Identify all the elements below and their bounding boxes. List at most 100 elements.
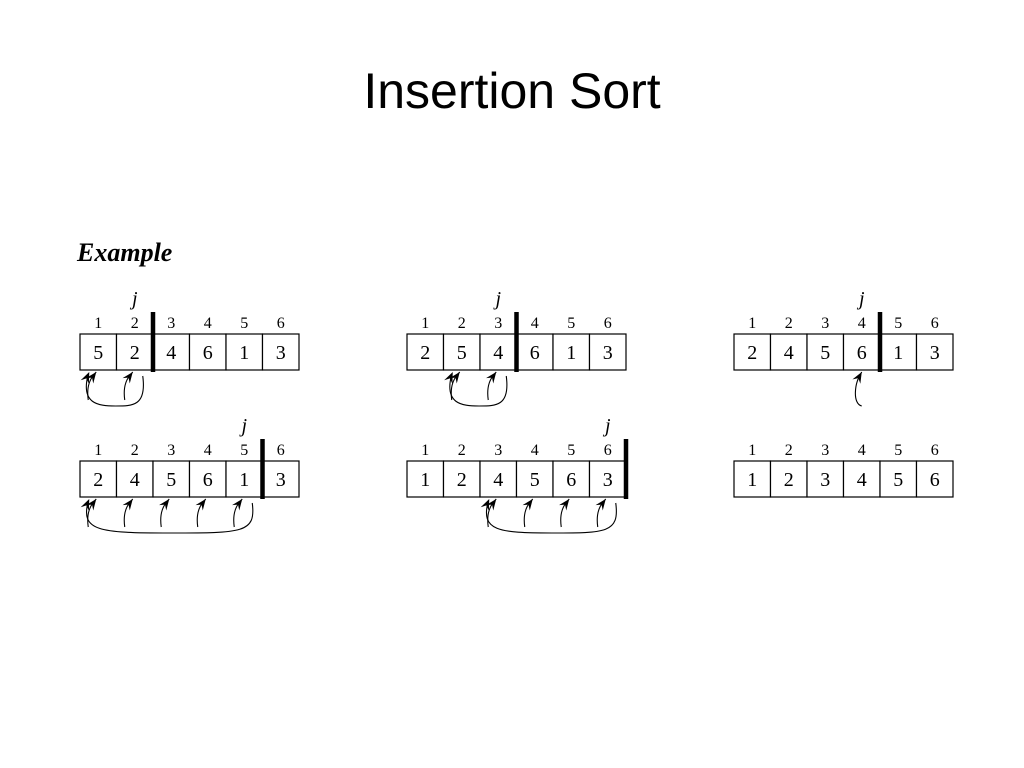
index-label: 1	[94, 315, 102, 332]
array-cell	[769, 460, 808, 498]
array-cell	[79, 460, 118, 498]
array-cell	[915, 460, 954, 498]
array-cell	[515, 460, 554, 498]
index-label: 2	[785, 442, 793, 459]
array-value: 1	[239, 342, 249, 364]
array-cell	[915, 333, 954, 371]
index-label: 3	[821, 442, 829, 459]
array-cell	[479, 333, 518, 371]
index-label: 4	[204, 442, 212, 459]
key-move-arc	[85, 500, 254, 534]
array-cell	[406, 333, 445, 371]
index-label: 6	[277, 315, 285, 332]
key-move-arrowhead	[444, 372, 453, 384]
shift-arrowhead	[195, 499, 206, 511]
index-label: 4	[204, 315, 212, 332]
array-value: 1	[420, 469, 430, 491]
array-value: 4	[857, 469, 867, 491]
shift-arrowhead	[522, 499, 533, 511]
shift-arrowhead	[86, 499, 97, 511]
index-label: 1	[748, 315, 756, 332]
index-label: 2	[131, 442, 139, 459]
index-label: 3	[167, 442, 175, 459]
index-label: 6	[931, 442, 939, 459]
pointer-j-label: j	[856, 288, 865, 310]
index-label: 1	[421, 442, 429, 459]
key-move-arrowhead	[80, 499, 90, 511]
array-value: 4	[130, 469, 140, 491]
array-value: 4	[166, 342, 176, 364]
array-value: 3	[603, 342, 613, 364]
index-label: 2	[131, 315, 139, 332]
pointer-j-label: j	[238, 415, 247, 437]
slide-title: Insertion Sort	[363, 63, 661, 119]
array-cell	[588, 333, 627, 371]
pointer-j-label: j	[129, 288, 138, 310]
array-value: 6	[203, 469, 213, 491]
shift-arrowhead	[595, 499, 606, 511]
pointer-j-label: j	[492, 288, 501, 310]
array-value: 2	[457, 469, 467, 491]
index-label: 4	[531, 315, 539, 332]
array-value: 3	[930, 342, 940, 364]
index-label: 1	[94, 442, 102, 459]
key-move-arc	[85, 373, 144, 407]
array-value: 6	[203, 342, 213, 364]
array-value: 2	[784, 469, 794, 491]
shift-arrowhead	[232, 499, 243, 511]
array-value: 1	[747, 469, 757, 491]
index-label: 5	[240, 315, 248, 332]
array-value: 5	[530, 469, 540, 491]
array-value: 6	[530, 342, 540, 364]
index-label: 1	[421, 315, 429, 332]
shift-arrowhead	[486, 372, 497, 384]
index-label: 4	[858, 315, 866, 332]
array-value: 1	[239, 469, 249, 491]
pointer-j-label: j	[602, 415, 611, 437]
index-label: 5	[894, 315, 902, 332]
array-value: 1	[893, 342, 903, 364]
key-move-arrowhead	[480, 499, 490, 511]
array-value: 5	[457, 342, 467, 364]
shift-arrowhead	[159, 499, 170, 511]
key-move-arc	[449, 373, 508, 407]
array-cell	[79, 333, 118, 371]
array-cell	[842, 333, 881, 371]
array-value: 2	[130, 342, 140, 364]
array-value: 6	[566, 469, 576, 491]
array-value: 6	[930, 469, 940, 491]
example-label: Example	[77, 238, 173, 267]
array-value: 3	[276, 469, 286, 491]
array-cell	[188, 333, 227, 371]
index-label: 2	[785, 315, 793, 332]
index-label: 6	[277, 442, 285, 459]
shift-arrowhead	[122, 372, 133, 384]
array-cell	[225, 460, 264, 498]
shift-arrowhead	[86, 372, 97, 384]
index-label: 3	[494, 315, 502, 332]
index-label: 1	[748, 442, 756, 459]
array-value: 4	[493, 469, 503, 491]
array-cell	[588, 460, 627, 498]
shift-arrowhead	[559, 499, 570, 511]
array-cell	[152, 460, 191, 498]
array-cell	[806, 333, 845, 371]
index-label: 2	[458, 442, 466, 459]
index-label: 5	[567, 442, 575, 459]
index-label: 5	[894, 442, 902, 459]
array-value: 4	[493, 342, 503, 364]
index-label: 5	[567, 315, 575, 332]
index-label: 3	[167, 315, 175, 332]
index-label: 5	[240, 442, 248, 459]
array-value: 1	[566, 342, 576, 364]
array-value: 4	[784, 342, 794, 364]
array-value: 2	[420, 342, 430, 364]
key-move-arrowhead	[80, 372, 90, 384]
array-cell	[552, 333, 591, 371]
shift-arrowhead	[122, 499, 133, 511]
array-cell	[261, 460, 300, 498]
array-value: 3	[276, 342, 286, 364]
array-cell	[115, 460, 154, 498]
array-cell	[552, 460, 591, 498]
